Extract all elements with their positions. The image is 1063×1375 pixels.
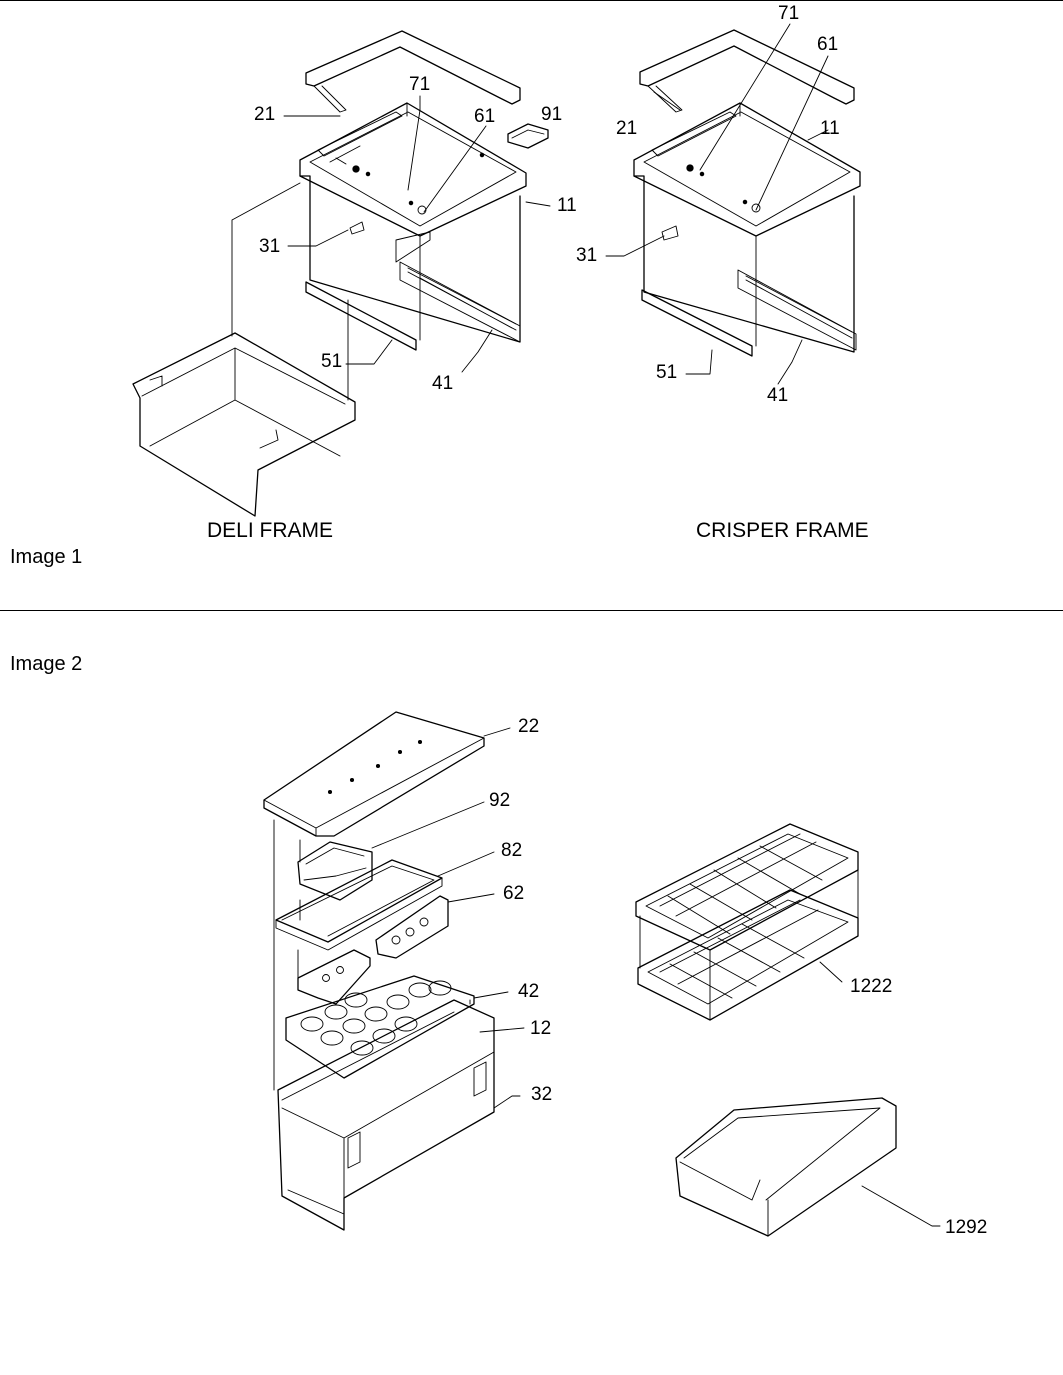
door-bin-32	[277, 999, 495, 1231]
tray-82	[275, 859, 443, 943]
callout-11-crisper: 11	[820, 118, 840, 139]
deli-frame-assembly	[132, 30, 549, 517]
callout-71-deli: 71	[409, 74, 431, 95]
ice-tray-lower-1222	[637, 889, 859, 1021]
crisper-cover-21	[639, 29, 855, 105]
image-1-title: Image 1	[10, 546, 83, 568]
callout-62: 62	[503, 883, 525, 904]
callout-82: 82	[501, 840, 523, 861]
deli-clip-91	[507, 123, 549, 149]
pan-1292	[675, 1097, 897, 1237]
callout-1292: 1292	[945, 1217, 988, 1238]
rack-62	[375, 895, 449, 959]
ice-tray-upper-1222	[635, 823, 859, 951]
shelf-22	[263, 711, 485, 837]
deli-drawer	[132, 332, 356, 517]
callout-71-crisper: 71	[778, 3, 800, 24]
deli-rail-51	[305, 281, 417, 351]
top-border-rule	[0, 0, 1063, 1]
deli-frame-caption: DELI FRAME	[207, 519, 334, 542]
callout-leaders	[283, 23, 941, 1227]
callout-32: 32	[531, 1084, 553, 1105]
deli-cover-21	[305, 30, 521, 105]
callout-41-crisper: 41	[767, 385, 789, 406]
crisper-frame-caption: CRISPER FRAME	[696, 519, 869, 542]
rack-62-left	[297, 949, 371, 1005]
callout-92: 92	[489, 790, 511, 811]
crisper-frame-assembly	[633, 29, 861, 357]
section-divider-rule	[0, 610, 1063, 611]
callout-31-crisper: 31	[576, 245, 598, 266]
callout-31-deli: 31	[259, 236, 281, 257]
callout-22: 22	[518, 716, 540, 737]
callout-51-deli: 51	[321, 351, 343, 372]
callout-91-deli: 91	[541, 104, 563, 125]
deli-glass-panel-41	[299, 175, 521, 343]
callout-21-crisper: 21	[616, 118, 638, 139]
bin-92	[297, 841, 373, 901]
callout-21-deli: 21	[254, 104, 276, 125]
door-parts-assembly	[263, 711, 897, 1237]
crisper-rail-51	[641, 289, 753, 357]
callout-51-crisper: 51	[656, 362, 678, 383]
image-2-title: Image 2	[10, 653, 83, 675]
callout-61-crisper: 61	[817, 34, 839, 55]
egg-tray-42	[285, 975, 475, 1079]
callout-42: 42	[518, 981, 540, 1002]
callout-61-deli: 61	[474, 106, 496, 127]
callout-1222: 1222	[850, 976, 893, 997]
callout-12: 12	[530, 1018, 552, 1039]
callout-41-deli: 41	[432, 373, 454, 394]
callout-11-deli: 11	[557, 195, 577, 216]
